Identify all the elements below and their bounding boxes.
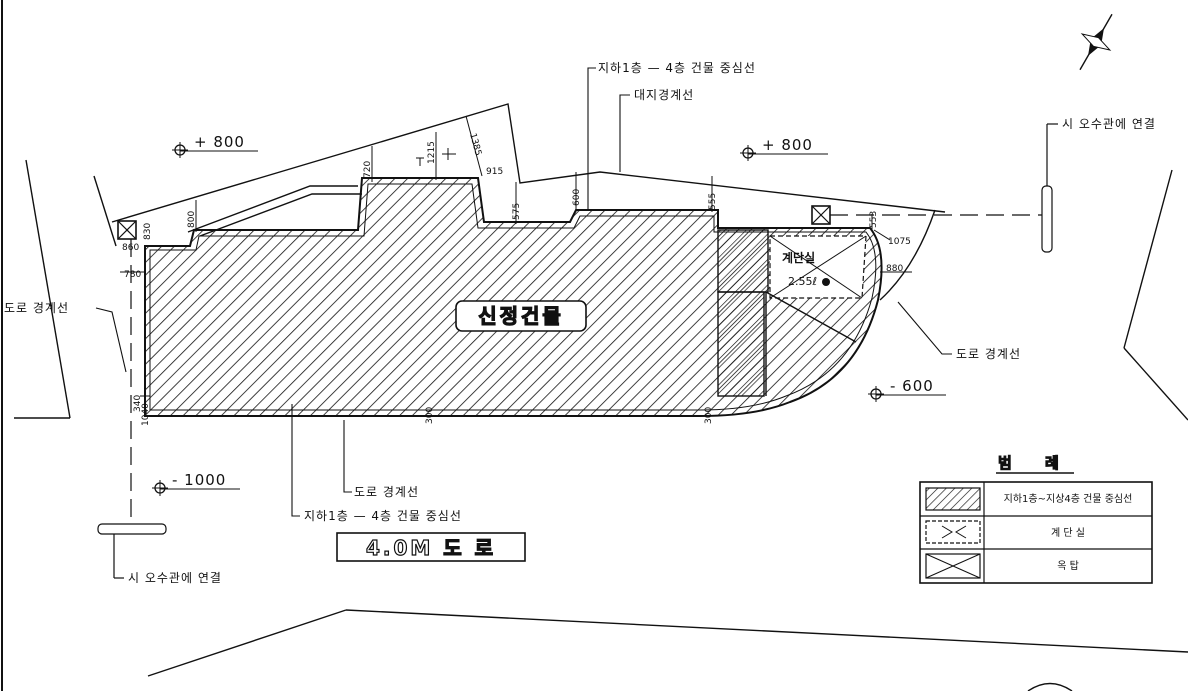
dim-575: 575 — [512, 203, 522, 220]
level-marker-2: + 800 — [740, 136, 828, 161]
leader-centerline-bottom: 지하1층 — 4층 건물 중심선 — [291, 404, 462, 523]
drain-box-right — [811, 205, 831, 225]
dim-1385: 1385 — [467, 132, 483, 157]
road-boundary-right-label: 도로 경계선 — [956, 347, 1021, 361]
legend-row-3-label: 옥 탑 — [1057, 560, 1079, 572]
dim-880: 880 — [886, 264, 903, 274]
sewer-pipe-left — [97, 239, 167, 579]
level-label-4: - 1000 — [172, 471, 226, 489]
legend-row-2-label: 계 단 실 — [1051, 527, 1085, 539]
legend-title: 범 례 — [998, 454, 1073, 472]
leader-site-boundary: 대지경계선 — [619, 88, 694, 172]
site-boundary-line — [111, 103, 946, 237]
dim-1075: 1075 — [888, 237, 911, 247]
surrounding-lines — [14, 159, 1188, 677]
dim-555: 555 — [708, 193, 718, 210]
centerline-bottom-label: 지하1층 — 4층 건물 중심선 — [304, 509, 462, 523]
building-footprint — [144, 177, 883, 417]
legend-row-1-label: 지하1층~지상4층 건물 중심선 — [1004, 492, 1133, 505]
north-arrow-icon — [1079, 13, 1113, 71]
dim-600: 600 — [572, 189, 582, 206]
leader-road-boundary-right: 도로 경계선 — [897, 301, 1021, 361]
stamp-partial — [1027, 682, 1073, 691]
dim-1215: 1215 — [427, 141, 437, 164]
leader-centerline-top: 지하1층 — 4층 건물 중심선 — [587, 61, 756, 210]
dim-780: 780 — [124, 270, 141, 280]
building-name-box: 신정건물 — [455, 300, 587, 332]
dim-1040: 1040 — [141, 403, 151, 426]
stair-dimension: 2.55ℓ — [788, 275, 817, 288]
level-marker-5 — [416, 148, 456, 166]
legend: 범 례 지하1층~지상4층 건물 중심선 계 단 실 옥 탑 — [919, 454, 1153, 584]
road-boundary-left-label: 도로 경계선 — [4, 301, 69, 315]
road-name: 4.0M 도 로 — [366, 536, 496, 560]
legend-stair-swatch — [925, 520, 981, 544]
dim-300-b: 300 — [704, 407, 714, 424]
level-marker-3: - 600 — [868, 377, 946, 402]
road-name-box: 4.0M 도 로 — [336, 532, 526, 562]
level-label-3: - 600 — [890, 377, 934, 395]
dimension-ticks — [120, 115, 912, 397]
legend-elevator-swatch — [925, 553, 981, 579]
legend-hatch-swatch — [925, 487, 981, 511]
dim-800: 800 — [187, 211, 197, 228]
sewer-left-label: 시 오수관에 연결 — [128, 571, 222, 585]
dim-300-a: 300 — [425, 407, 435, 424]
dim-830: 830 — [143, 223, 153, 240]
leader-road-boundary-left: 도로 경계선 — [4, 301, 127, 373]
stair-core: 계단실 2.55ℓ — [717, 229, 867, 397]
leader-road-boundary-bottom: 도로 경계선 — [343, 420, 419, 499]
dim-553: 553 — [869, 211, 879, 228]
site-boundary-label: 대지경계선 — [634, 88, 694, 102]
dim-860: 860 — [122, 243, 139, 253]
road-boundary-bottom-label: 도로 경계선 — [354, 485, 419, 499]
dim-915: 915 — [486, 167, 503, 177]
sewer-right-label: 시 오수관에 연결 — [1062, 117, 1156, 131]
building-name: 신정건물 — [478, 304, 564, 328]
level-label-2: + 800 — [762, 136, 813, 154]
stair-text: 계단실 — [782, 250, 815, 265]
level-marker-4: - 1000 — [152, 471, 240, 496]
dimension-labels: 720 1215 1385 915 575 600 555 553 1075 8… — [122, 132, 911, 426]
centerline-top-label: 지하1층 — 4층 건물 중심선 — [598, 61, 756, 75]
dim-340: 340 — [133, 395, 143, 412]
level-marker-1: + 800 — [172, 133, 258, 158]
level-label-1: + 800 — [194, 133, 245, 151]
sewer-pipe-right — [830, 123, 1058, 253]
drain-box-left — [117, 220, 137, 240]
dim-720: 720 — [363, 161, 373, 178]
